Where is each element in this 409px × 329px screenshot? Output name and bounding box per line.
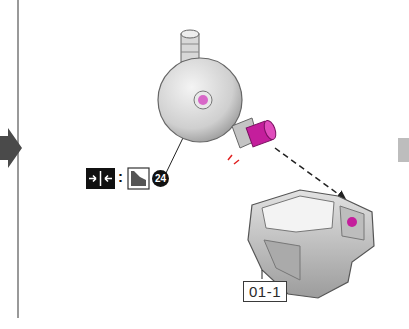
part-number-box: 01-1 (243, 281, 287, 302)
separator: : (118, 168, 123, 185)
callout-number: 24 (152, 170, 169, 187)
part-number: 01-1 (249, 283, 281, 300)
